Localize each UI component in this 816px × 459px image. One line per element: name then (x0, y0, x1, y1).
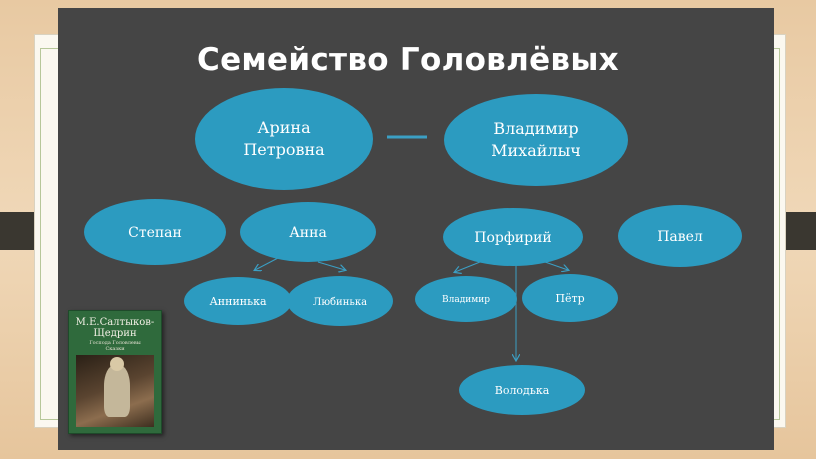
node-anninka-label: Аннинька (209, 295, 267, 308)
node-porfiriy: Порфирий (443, 208, 583, 266)
node-arina-line2: Петровна (243, 140, 325, 159)
book-author-line1: М.Е.Салтыков- (75, 317, 155, 328)
node-vladimir: Владимир (415, 276, 517, 322)
node-anna-label: Анна (289, 225, 327, 241)
node-arina-line1: Арина (257, 118, 311, 137)
node-porfiriy-label: Порфирий (474, 230, 552, 246)
node-lyubinka: Любинька (287, 276, 393, 326)
node-arina: Арина Петровна (195, 88, 373, 190)
book-figure-head (110, 357, 124, 371)
book-cover-image: М.Е.Салтыков- Щедрин Господа Головлевы С… (68, 310, 162, 434)
node-anninka: Аннинька (184, 277, 292, 325)
node-vladimir-m-line2: Михайлыч (491, 141, 581, 160)
node-anna: Анна (240, 202, 376, 262)
node-volodka: Володька (459, 365, 585, 415)
node-vladimir-mikhailych: Владимир Михайлыч (444, 94, 628, 186)
arrow-porfiriy-petr (544, 261, 568, 270)
book-figure (104, 365, 130, 417)
node-petr-label: Пётр (555, 292, 584, 305)
slide-title: Семейство Головлёвых (197, 42, 619, 78)
node-stepan: Степан (84, 199, 226, 265)
arrow-anna-anninka (255, 257, 279, 270)
node-volodka-label: Володька (495, 384, 550, 397)
book-illustration (76, 355, 154, 427)
node-stepan-label: Степан (128, 225, 182, 241)
node-pavel: Павел (618, 205, 742, 267)
node-vladimir-label: Владимир (442, 295, 490, 305)
book-subtitle-line2: Сказки (105, 346, 125, 352)
book-subtitle: Господа Головлевы Сказки (69, 340, 161, 352)
arrow-anna-lyubinka (317, 261, 345, 270)
node-pavel-label: Павел (657, 229, 703, 245)
node-vladimir-m-line1: Владимир (493, 119, 578, 138)
book-author-line2: Щедрин (93, 328, 137, 339)
node-petr: Пётр (522, 274, 618, 322)
book-author: М.Е.Салтыков- Щедрин (69, 317, 161, 339)
node-lyubinka-label: Любинька (313, 297, 367, 308)
arrow-porfiriy-vladimir (455, 261, 481, 272)
book-subtitle-line1: Господа Головлевы (89, 340, 141, 346)
